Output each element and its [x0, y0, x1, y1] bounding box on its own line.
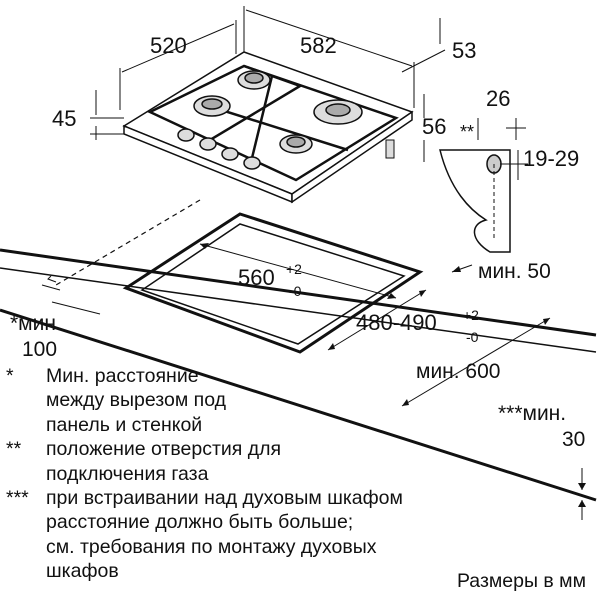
footnote-1: * Мин. расстояние между вырезом под пане…	[6, 364, 596, 437]
footnote-line: панель и стенкой	[46, 413, 203, 436]
cutout	[122, 212, 427, 354]
dim-gas-range: 19-29	[523, 146, 579, 171]
dim-width-582: 582	[300, 33, 337, 58]
dim-offset-26: 26	[486, 86, 510, 111]
control-knobs	[177, 128, 261, 170]
dim-height-45: 45	[52, 106, 76, 131]
dim-min-30-value: 30	[562, 428, 585, 451]
footnote-2: ** положение отверстия для подключения г…	[6, 437, 596, 486]
footnote-line: положение отверстия для	[46, 438, 282, 461]
footnote-3: *** при встраивании над духовым шкафом р…	[6, 486, 596, 584]
countertop	[0, 248, 597, 502]
hob-dimension-lines	[90, 6, 446, 162]
footnote-line: подключения газа	[46, 462, 209, 485]
footnote-mark: ***	[6, 487, 29, 510]
footnote-mark: **	[6, 438, 22, 461]
dim-depth-53: 53	[452, 38, 476, 63]
hob	[122, 51, 414, 204]
footnote-mark: *	[6, 365, 14, 387]
gas-connector	[385, 139, 395, 159]
dim-cutout-depth: 480-490	[356, 310, 437, 335]
footnote-line: расстояние должно быть больше;	[46, 511, 354, 534]
footnote-line: при встраивании над духовым шкафом	[46, 487, 403, 510]
alignment-guide	[55, 199, 201, 286]
footnote-line: между вырезом под	[46, 389, 227, 412]
dim-depth-520: 520	[150, 33, 187, 58]
gas-marker: **	[460, 122, 474, 142]
dim-min-100-value: 100	[22, 338, 57, 361]
dim-height-56: 56	[422, 114, 446, 139]
dim-min-100-label: *мин.	[10, 312, 62, 335]
dim-cutout-depth-tol-minus: -0	[466, 329, 479, 345]
dim-cutout-depth-tol-plus: +2	[463, 307, 479, 323]
dim-min-50: мин. 50	[478, 260, 551, 283]
dim-cutout-width-tol-plus: +2	[286, 261, 302, 277]
dim-min-600: мин. 600	[416, 360, 500, 383]
burner-group	[193, 70, 363, 154]
dim-cutout-width: 560	[238, 265, 275, 290]
min-distance-dimension-lines	[41, 264, 586, 520]
dim-cutout-width-tol-minus: -0	[289, 283, 302, 299]
footnote-line: Мин. расстояние	[46, 365, 199, 387]
footnote-line: шкафов	[46, 560, 119, 583]
units-note: Размеры в мм	[456, 570, 586, 592]
gas-connection-detail	[439, 118, 528, 253]
footnotes: * Мин. расстояние между вырезом под пане…	[6, 364, 596, 584]
dim-min-30-label: ***мин.	[498, 402, 566, 425]
footnote-line: см. требования по монтажу духовых	[46, 535, 377, 558]
